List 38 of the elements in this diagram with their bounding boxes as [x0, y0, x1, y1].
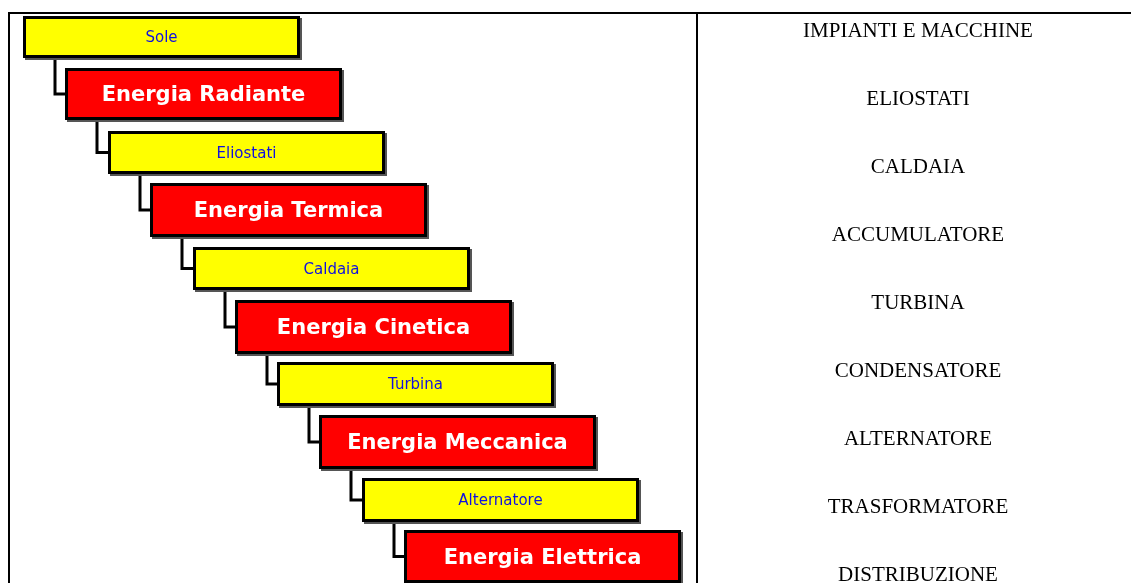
connector-line — [223, 290, 235, 329]
process-box — [23, 16, 300, 58]
node-text: Energia Radiante — [101, 82, 306, 106]
process-box — [108, 131, 385, 174]
table-text: ELIOSTATI — [865, 86, 971, 110]
node-text: Energia Termica — [193, 198, 384, 222]
table-text: ALTERNATORE — [842, 426, 994, 450]
process-box — [65, 68, 342, 120]
table-text: TURBINA — [870, 290, 966, 314]
process-box — [193, 247, 470, 290]
table-text: ACCUMULATORE — [830, 222, 1006, 246]
connector-line — [349, 469, 362, 502]
table-text: DISTRIBUZIONE — [837, 562, 999, 583]
table-text: CALDAIA — [869, 154, 967, 178]
connector-line — [180, 237, 193, 270]
process-box — [235, 300, 512, 354]
node-text: Sole — [145, 28, 178, 46]
node-text: Alternatore — [458, 491, 543, 509]
connector-line — [95, 120, 108, 154]
process-box — [277, 362, 554, 406]
connector-line — [392, 522, 404, 558]
node-text: Energia Elettrica — [443, 544, 642, 569]
connector-line — [138, 174, 150, 212]
connector-line — [307, 406, 319, 444]
process-box — [150, 183, 427, 237]
process-box — [319, 415, 596, 469]
node-text: Energia Meccanica — [347, 430, 568, 454]
process-box — [362, 478, 639, 522]
node-text: Turbina — [388, 375, 443, 393]
connector-line — [53, 58, 65, 96]
table-text: CONDENSATORE — [833, 358, 1003, 382]
connector-line — [265, 354, 277, 386]
node-text: Caldaia — [303, 259, 360, 278]
node-text: Energia Cinetica — [276, 315, 471, 339]
process-box — [404, 530, 681, 583]
node-text: Eliostati — [216, 143, 277, 162]
column-header: IMPIANTI E MACCHINE — [802, 18, 1034, 42]
table-text: TRASFORMATORE — [826, 494, 1010, 518]
